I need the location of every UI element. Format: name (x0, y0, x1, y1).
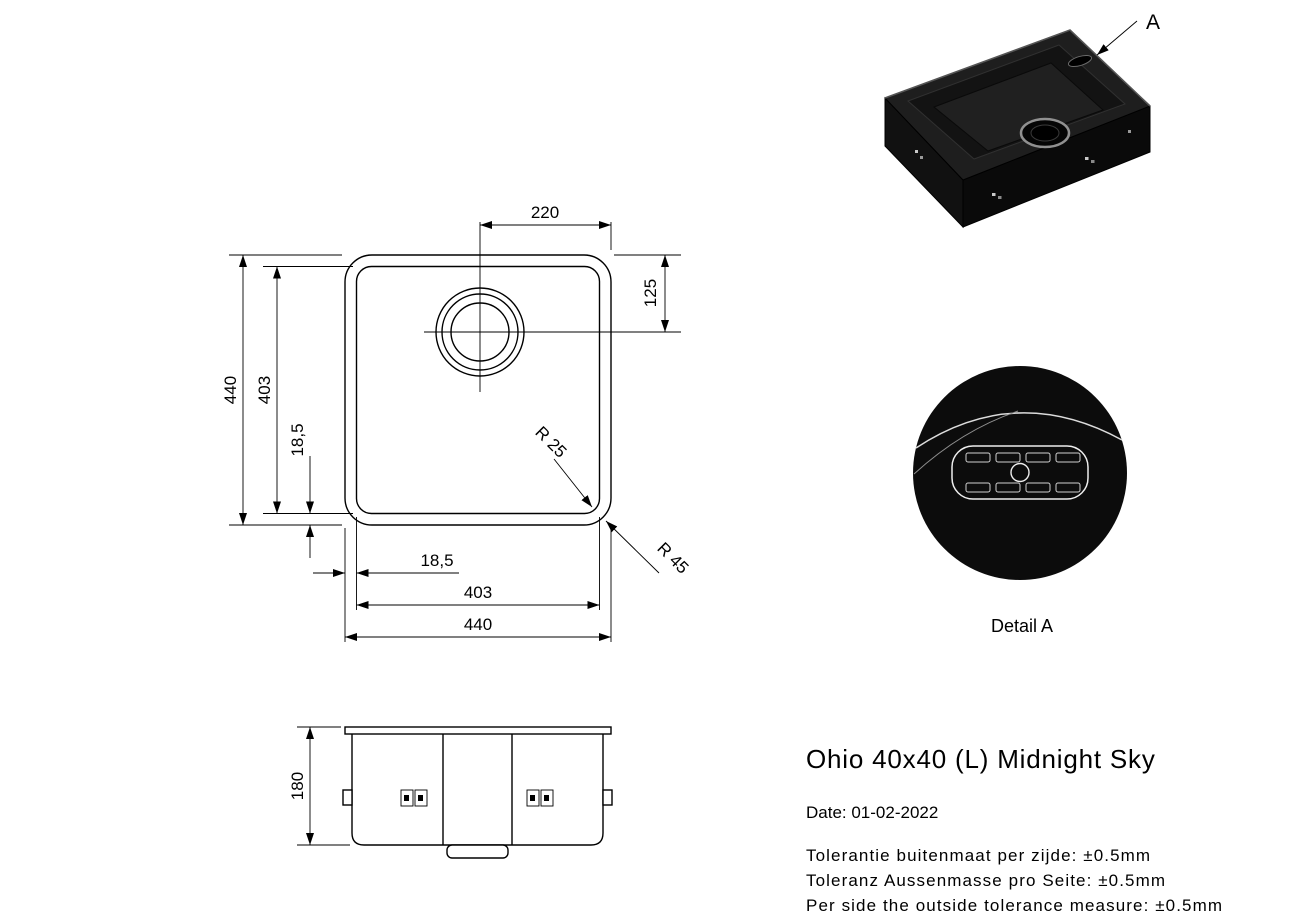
dim-rim-inset-horizontal: 18,5 (313, 517, 459, 642)
grille-slot (965, 452, 991, 463)
leader-line (553, 458, 593, 508)
dim-drain-offset-horizontal: 220 (480, 203, 612, 250)
dim-label: 220 (531, 203, 559, 222)
sink-outer-edge (344, 254, 612, 526)
mounting-bracket-left (400, 789, 428, 807)
plan-view: 220 125 440 403 18,5 (221, 203, 692, 642)
grille-frame (951, 445, 1089, 500)
screw-dot (1085, 157, 1089, 160)
mounting-tab-left (342, 789, 353, 806)
mounting-tab-right (602, 789, 613, 806)
leader-line (1096, 20, 1138, 56)
dim-label: 125 (641, 279, 660, 307)
tolerance-notes: Tolerantie buitenmaat per zijde: ±0.5mm … (806, 843, 1223, 918)
radius-label: R 25 (531, 423, 570, 462)
overflow-grille (951, 445, 1089, 500)
dim-rim-inset-vertical: 18,5 (288, 423, 314, 558)
date-label: Date: 01-02-2022 (806, 803, 939, 822)
product-title: Ohio 40x40 (L) Midnight Sky (806, 744, 1156, 774)
bowl-bottom (933, 62, 1104, 152)
bracket-plate (400, 789, 414, 807)
grille-slot (1025, 482, 1051, 493)
tolerance-line-nl: Tolerantie buitenmaat per zijde: ±0.5mm (806, 846, 1152, 865)
bracket-screw-highlights (915, 130, 1131, 199)
sink-bowl-edge (355, 265, 601, 515)
bracket-plate (414, 789, 428, 807)
screw-dot (920, 156, 923, 159)
dim-inner-width: 403 (356, 517, 600, 610)
dim-label: 440 (464, 615, 492, 634)
flange-profile (344, 726, 612, 735)
dim-outer-height: 440 (221, 254, 342, 526)
detail-marker-label: A (1146, 11, 1160, 34)
dim-outer-width: 440 (345, 528, 612, 642)
bracket-weld (418, 795, 423, 801)
bracket-weld (530, 795, 535, 801)
drain-boss (446, 844, 509, 859)
grille-center-screw (1010, 462, 1030, 483)
screw-dot (1091, 160, 1095, 163)
grille-slot (1025, 452, 1051, 463)
bracket-weld (404, 795, 409, 801)
dim-label: 403 (255, 376, 274, 404)
detail-label: Detail A (991, 616, 1053, 636)
screw-dot (998, 196, 1002, 199)
dim-label: 180 (288, 772, 307, 800)
bracket-plate (526, 789, 540, 807)
dim-inner-height: 403 (255, 266, 353, 514)
detail-view (913, 366, 1127, 580)
grille-slot (995, 452, 1021, 463)
dim-label: 440 (221, 376, 240, 404)
screw-dot (915, 150, 918, 153)
detail-callout: A (1096, 11, 1160, 56)
dim-label: 403 (464, 583, 492, 602)
rim-curve (913, 410, 1019, 475)
dim-drain-offset-vertical: 125 (614, 254, 681, 332)
isometric-view (884, 29, 1151, 229)
radius-label: R 45 (653, 539, 692, 578)
bracket-weld (544, 795, 549, 801)
screw-dot (1128, 130, 1131, 133)
dim-depth: 180 (288, 726, 350, 846)
mounting-bracket-right (526, 789, 554, 807)
screw-dot (992, 193, 996, 196)
overflow-hole (1067, 54, 1093, 68)
tolerance-line-de: Toleranz Aussenmasse pro Seite: ±0.5mm (806, 871, 1167, 890)
radius-inner-callout: R 25 (531, 423, 593, 508)
body-outline (351, 734, 604, 846)
rim-curve (915, 412, 1123, 449)
tolerance-line-en: Per side the outside tolerance measure: … (806, 896, 1224, 915)
flange-highlight (884, 29, 1151, 107)
grille-slot (965, 482, 991, 493)
grille-slot (1055, 482, 1081, 493)
bracket-plate (540, 789, 554, 807)
grille-slot (1055, 452, 1081, 463)
grille-slot (995, 482, 1021, 493)
side-view: 180 (288, 726, 613, 859)
leader-line (605, 520, 660, 574)
radius-outer-callout: R 45 (605, 520, 692, 578)
dim-label: 18,5 (420, 551, 453, 570)
dim-label: 18,5 (288, 423, 307, 456)
drain-hole-inner (1030, 124, 1060, 142)
